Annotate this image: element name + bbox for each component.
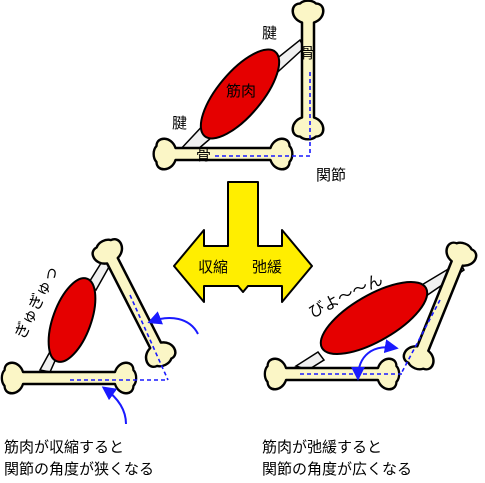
left-caption-line1: 筋肉が収縮すると — [4, 438, 124, 456]
joint-label: 関節 — [316, 166, 346, 184]
axis-top — [215, 72, 311, 157]
left-curve-arrow-upper — [147, 311, 199, 335]
right-caption-line1: 筋肉が弛緩すると — [262, 438, 382, 456]
right-muscle — [319, 280, 429, 356]
left-axis-slanted — [129, 294, 169, 381]
left-bone-horizontal — [0, 361, 138, 395]
bone-vertical-top — [291, 0, 325, 141]
left-muscle — [47, 277, 97, 363]
tendon-label-upper: 腱 — [262, 24, 277, 42]
muscle-top — [199, 48, 281, 140]
left-caption-line2: 関節の角度が狭くなる — [4, 460, 154, 478]
muscle-label: 筋肉 — [226, 82, 256, 100]
bone-label-horizontal: 骨 — [196, 146, 211, 164]
split-arrow: 収縮 弛緩 — [173, 181, 313, 303]
split-arrow-shape — [173, 181, 313, 303]
right-curve-arrow — [351, 339, 399, 381]
relax-label: 弛緩 — [252, 258, 282, 276]
top-diagram: 腱 腱 筋肉 骨 骨 関節 — [152, 0, 346, 184]
right-diagram: びよ〜〜ん 筋肉が弛緩すると 関節の角度が広くなる — [262, 236, 481, 478]
bone-label-vertical: 骨 — [300, 44, 315, 62]
right-caption-line2: 関節の角度が広くなる — [262, 460, 412, 478]
contract-label: 収縮 — [198, 258, 228, 276]
tendon-label-lower: 腱 — [172, 114, 187, 132]
bone-horizontal-top — [152, 137, 294, 171]
left-curve-arrow-lower — [101, 386, 127, 425]
left-diagram: ぎゅぎゅっ 筋肉が収縮すると 関節の角度が狭くなる — [0, 233, 199, 478]
